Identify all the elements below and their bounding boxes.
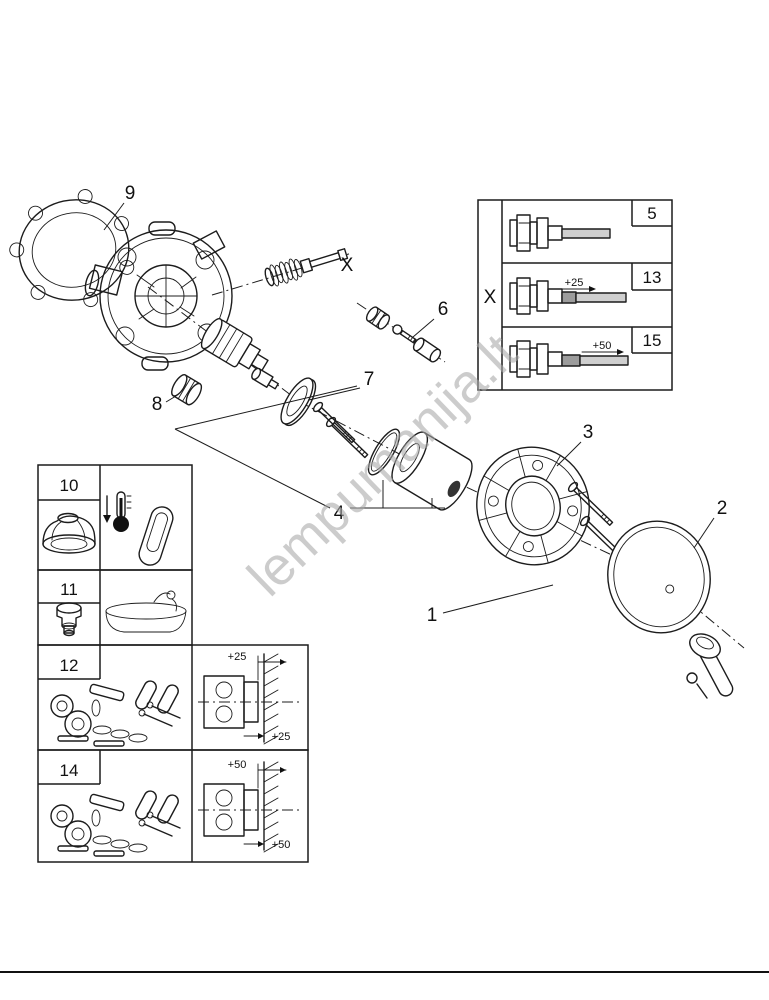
part-label-6: 6 xyxy=(412,299,449,338)
variant-panel-x-label: X xyxy=(484,287,497,308)
variant-row-13-number: 13 xyxy=(643,268,662,287)
part-8-leader xyxy=(165,395,177,403)
service-kit-drawing-14 xyxy=(50,788,182,857)
detail-box-12: 12 +25 +25 xyxy=(37,644,309,751)
cartridge-drawing xyxy=(200,318,269,372)
lever-drawing xyxy=(138,506,174,566)
thermometer-icon xyxy=(103,491,132,532)
part-label-8: 8 xyxy=(152,394,177,415)
variant-row-5: 5 xyxy=(509,200,672,252)
ring-part-7-drawing xyxy=(280,377,317,427)
detail-box-11: 11 xyxy=(37,569,193,646)
part-2-number: 2 xyxy=(717,498,728,519)
part-6-small-parts xyxy=(365,306,442,363)
variant-row-15-number: 15 xyxy=(643,331,662,350)
bathtub-drawing xyxy=(105,590,187,633)
part-4-group-line xyxy=(174,428,331,509)
detail-box-10-number: 10 xyxy=(60,476,79,495)
x-extension-spindle-drawing xyxy=(264,248,349,287)
box-14-dim-bottom: +50 xyxy=(272,839,291,851)
detail-box-14: 14 +50 +50 xyxy=(37,749,309,863)
handle-screw xyxy=(686,672,698,684)
part-8-number: 8 xyxy=(152,394,163,415)
part-7-leader xyxy=(308,387,361,401)
box-14-dim-top: +50 xyxy=(228,759,247,771)
box-12-dim-bottom: +25 xyxy=(272,731,291,743)
sleeve-drawing xyxy=(391,431,473,511)
part-label-4: 4 xyxy=(174,428,445,524)
part-1-leader xyxy=(442,584,554,614)
variant-row-15-length: +50 xyxy=(593,340,612,352)
part-label-2: 2 xyxy=(693,498,728,549)
part-label-3: 3 xyxy=(556,422,594,467)
variant-row-13-length: +25 xyxy=(565,277,584,289)
x-reference-label: X xyxy=(341,255,354,276)
detail-box-14-number: 14 xyxy=(60,761,79,780)
variant-row-13: 13 +25 xyxy=(509,263,672,315)
cap-drawing xyxy=(42,512,96,554)
part-6-number: 6 xyxy=(438,299,449,320)
handle-drawing xyxy=(686,633,734,699)
handle-pin xyxy=(696,683,708,699)
box-12-dim-top: +25 xyxy=(228,651,247,663)
watermark-text: lempumanija.lt xyxy=(236,323,528,608)
detail-box-12-number: 12 xyxy=(60,656,79,675)
part-label-9: 9 xyxy=(103,183,136,231)
detail-box-10: 10 xyxy=(37,464,193,571)
variant-row-5-number: 5 xyxy=(647,204,656,223)
gasket-drawing xyxy=(9,189,135,308)
part-1-number: 1 xyxy=(427,605,438,626)
check-valve-drawing xyxy=(56,602,82,637)
valve-body-drawing xyxy=(84,221,233,371)
part-label-7: 7 xyxy=(174,369,375,430)
service-kit-drawing-12 xyxy=(50,678,182,747)
part-9-number: 9 xyxy=(125,183,136,204)
variant-row-15: 15 +50 xyxy=(509,327,672,378)
part-7-group-line xyxy=(174,385,358,430)
detail-box-11-number: 11 xyxy=(60,580,78,599)
part-7-number: 7 xyxy=(364,369,375,390)
part-label-1: 1 xyxy=(427,584,554,626)
part-6-leader xyxy=(412,318,435,338)
part-3-leader xyxy=(556,441,582,467)
part-3-number: 3 xyxy=(583,422,594,443)
variant-panel: X 5 13 +25 15 + xyxy=(477,199,673,391)
escutcheon-part-2-drawing xyxy=(607,520,711,634)
flange-part-3-drawing xyxy=(476,446,590,566)
o-ring-drawing xyxy=(367,428,401,476)
stem-adapter-drawing xyxy=(251,367,279,390)
part-4-number: 4 xyxy=(334,503,345,524)
mounting-screws-front xyxy=(312,401,369,459)
plug-part-8-drawing xyxy=(171,374,203,406)
part-2-leader xyxy=(693,517,715,549)
part-9-leader xyxy=(103,202,125,231)
part-4-bracket xyxy=(350,480,445,509)
